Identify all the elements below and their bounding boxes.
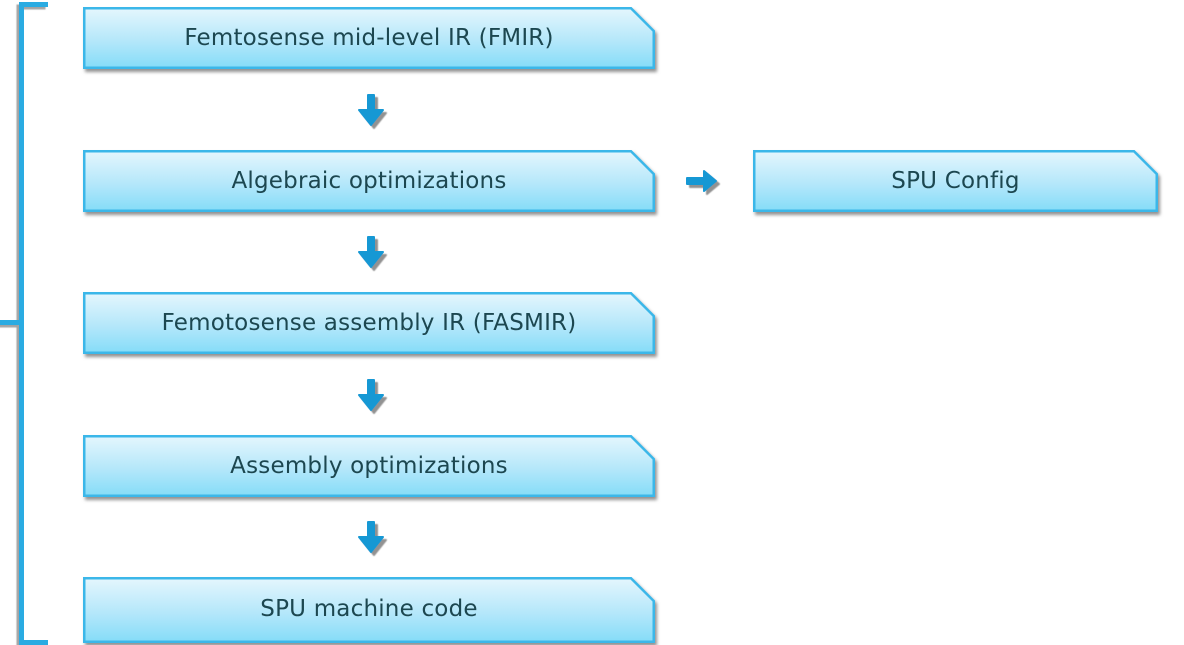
node-box-spu-config <box>753 150 1158 212</box>
node-box-spu-machine-code <box>83 577 655 643</box>
node-box-fmir <box>83 7 655 69</box>
down-arrow-icon <box>358 379 384 411</box>
node-box-assembly-optimizations <box>83 435 655 497</box>
down-arrow-icon <box>358 94 384 126</box>
group-bracket <box>0 2 48 645</box>
node-box-fasmir <box>83 292 655 354</box>
down-arrow-icon <box>358 521 384 553</box>
node-box-algebraic-optimizations <box>83 150 655 212</box>
right-arrow-icon <box>686 170 717 192</box>
down-arrow-icon <box>358 236 384 268</box>
